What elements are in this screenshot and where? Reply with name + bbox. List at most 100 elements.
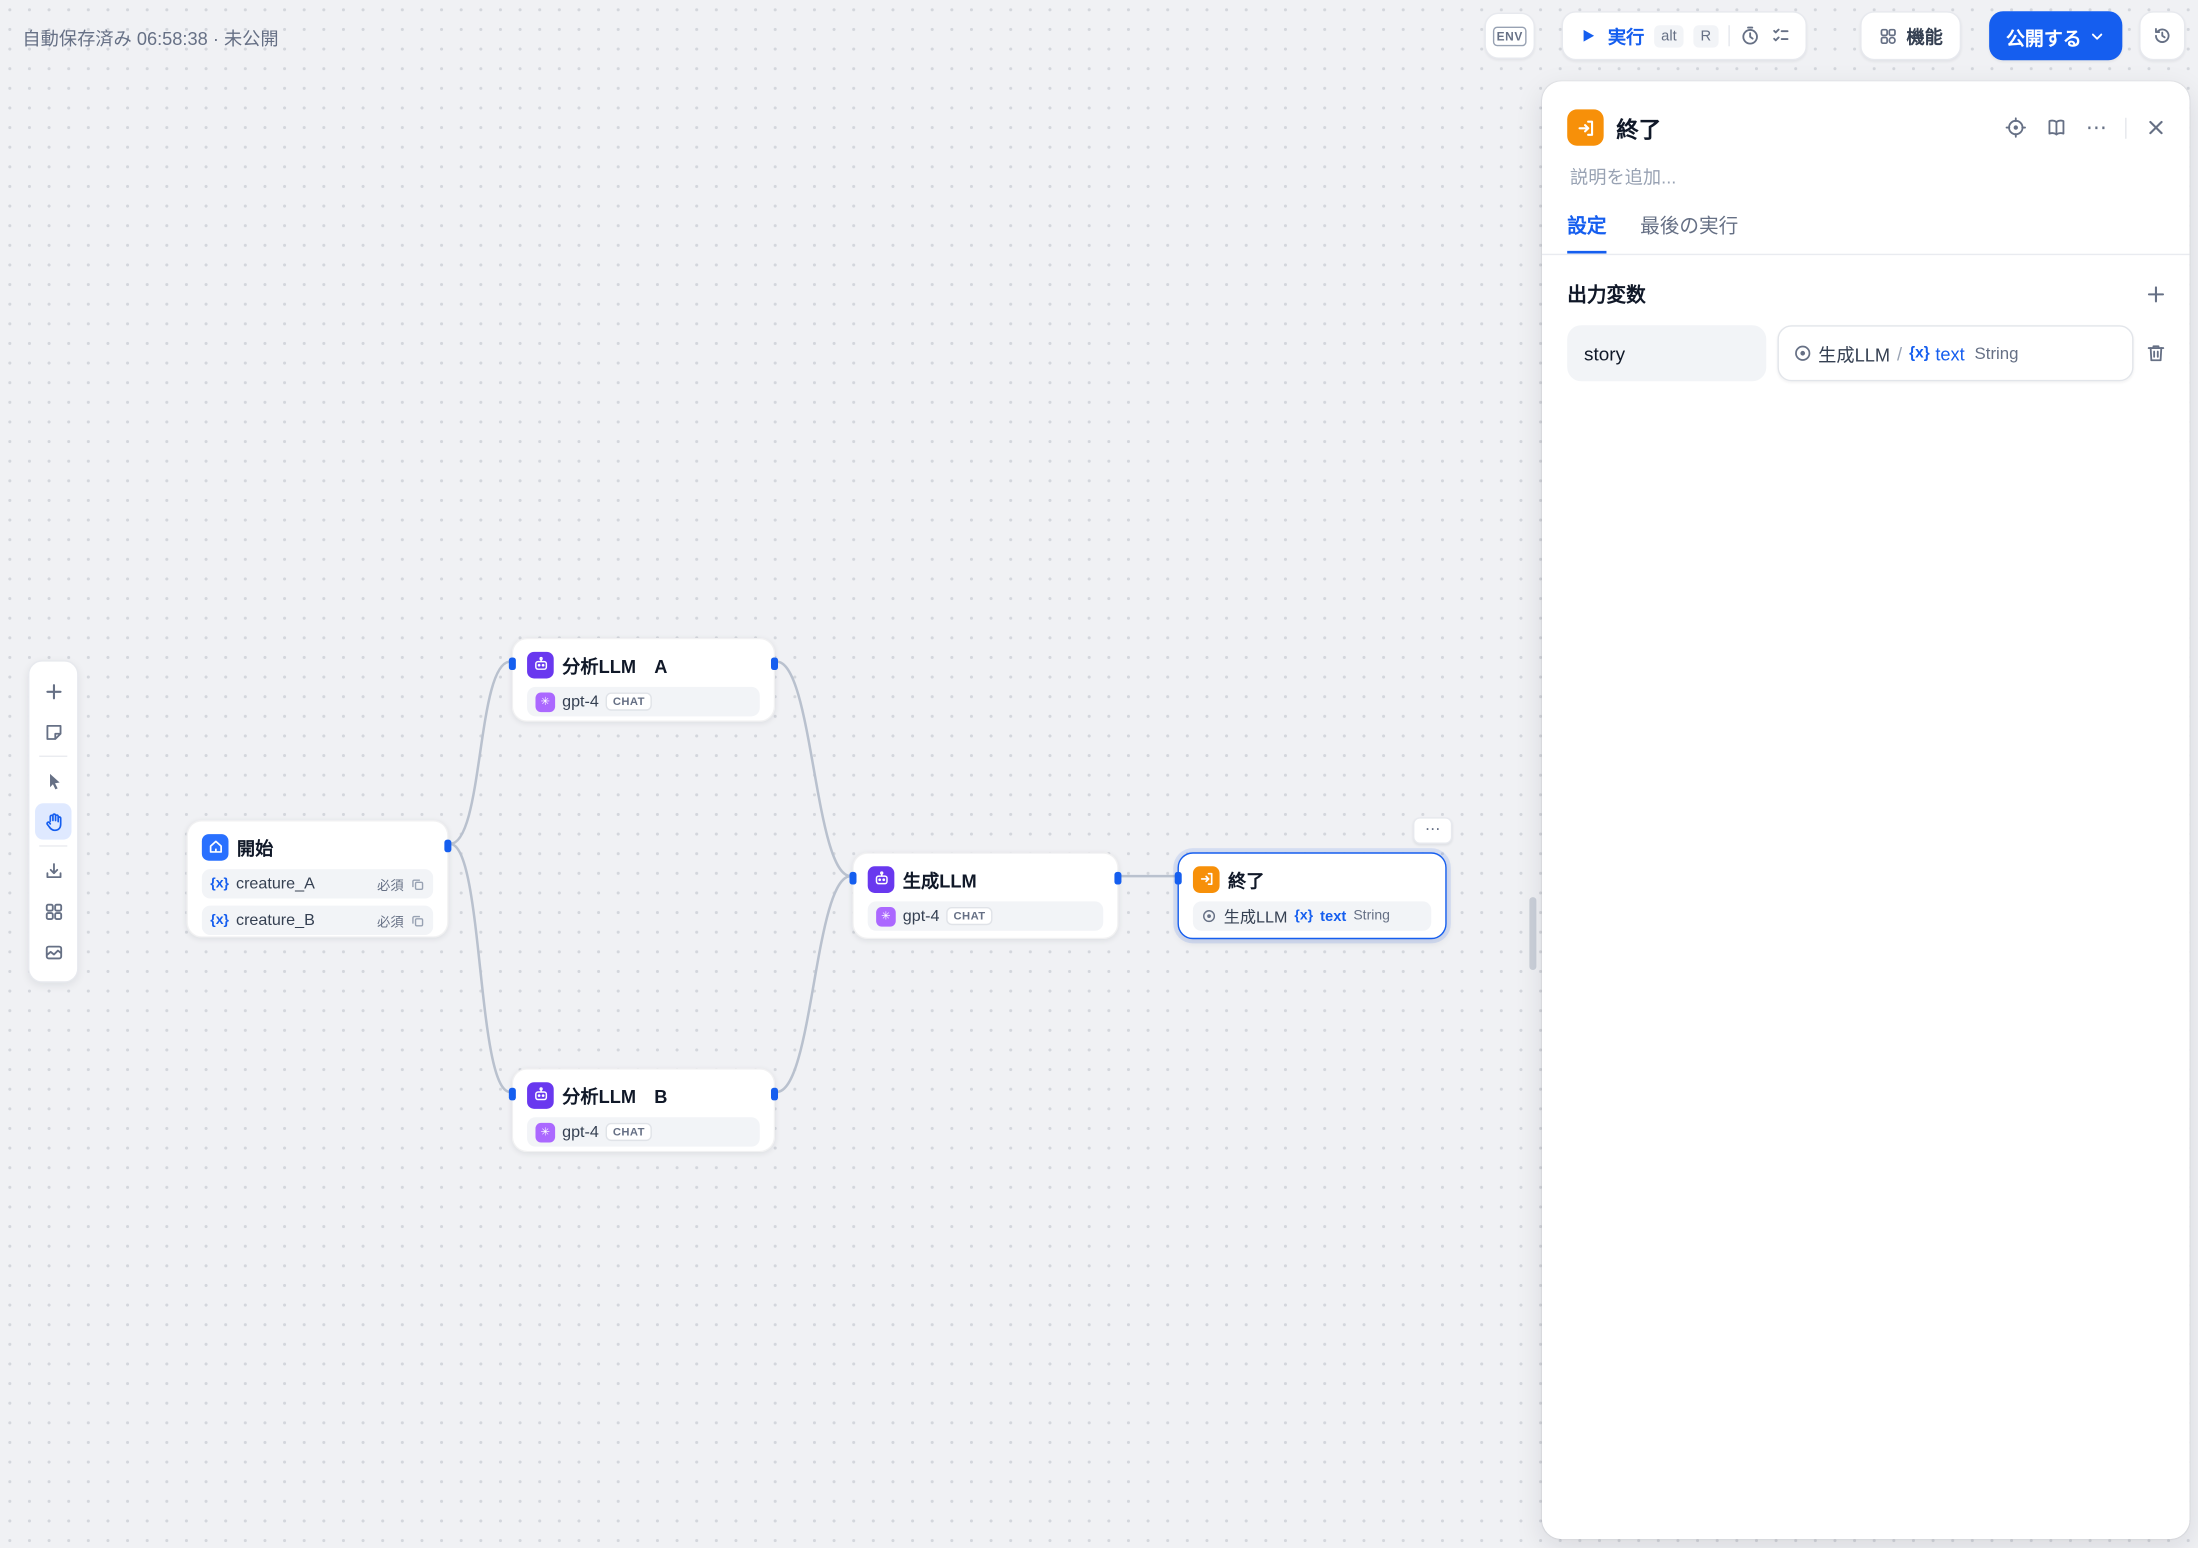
features-label: 機能 [1906,26,1943,48]
tab-settings[interactable]: 設定 [1567,212,1606,254]
features-icon [1878,26,1898,46]
node-title: 生成LLM [902,869,977,891]
divider [1728,25,1730,47]
node-llm-gen-header: 生成LLM [867,864,1104,895]
copy-icon [411,913,425,927]
model-row[interactable]: ✳ gpt-4 CHAT [867,901,1104,931]
shortcut-r-badge: R [1693,24,1719,47]
end-node-icon [1567,109,1604,146]
edge-start-to-llm-b[interactable] [449,842,511,1094]
input-handle[interactable] [508,657,516,671]
variable-name-input[interactable] [1567,325,1767,382]
ellipsis-icon: ⋯ [1424,821,1441,839]
output-variables-section: 出力変数 [1542,255,2190,308]
timer-icon[interactable] [1739,25,1760,46]
node-llm-b-header: 分析LLM B [527,1079,760,1110]
divider [39,755,68,757]
edge-llm-b-to-gen[interactable] [776,874,852,1094]
description-input[interactable] [1567,165,2170,190]
variable-x-icon: {x} [1294,908,1314,924]
path-separator: / [1897,342,1903,364]
copy-icon [411,877,425,891]
env-variables-button[interactable]: ENV [1484,12,1535,59]
add-block-button[interactable] [35,673,71,709]
output-handle[interactable] [770,657,778,671]
history-icon [2152,25,2173,46]
add-variable-button[interactable] [2145,283,2167,305]
model-name: gpt-4 [902,907,940,925]
variable-x-icon: {x} [210,876,229,892]
model-row[interactable]: ✳ gpt-4 CHAT [527,686,760,717]
output-variables-title: 出力変数 [1567,283,1646,306]
panel-header: 終了 ⋯ [1542,81,2190,146]
history-button[interactable] [2139,11,2186,61]
hand-icon [43,811,64,832]
end-node-icon [1192,865,1220,893]
node-end-header: 終了 [1192,864,1431,895]
required-badge: 必須 [377,878,404,894]
checklist-icon[interactable] [1770,25,1791,46]
focus-node-icon[interactable] [2005,116,2027,138]
more-menu-icon[interactable]: ⋯ [2085,115,2107,140]
publish-button[interactable]: 公開する [1989,11,2123,61]
model-mode-badge: CHAT [605,692,652,711]
canvas-tool-palette [28,660,79,983]
autosave-status: 自動保存済み 06:58:38 · 未公開 [22,28,279,50]
llm-robot-icon [527,1081,554,1109]
add-note-button[interactable] [35,714,71,750]
start-variable-row[interactable]: {x} creature_A 必須 [201,869,434,899]
node-more-menu-button[interactable]: ⋯ [1413,817,1453,844]
node-llm-b[interactable]: 分析LLM B ✳ gpt-4 CHAT [508,1068,778,1153]
env-label: ENV [1492,25,1528,46]
start-variable-row[interactable]: {x} creature_B 必須 [201,905,434,936]
cursor-icon [43,770,64,791]
minimap-icon [43,941,64,962]
node-end[interactable]: 終了 生成LLM {x} text String [1174,852,1447,940]
output-handle[interactable] [444,839,452,853]
minimap-button[interactable] [35,934,71,970]
node-start[interactable]: 開始 {x} creature_A 必須 {x} creature_B 必須 [186,820,452,938]
variable-name: text [1320,907,1347,925]
input-handle[interactable] [849,871,857,885]
model-mode-badge: CHAT [605,1122,652,1142]
divider [39,845,68,847]
publish-label: 公開する [2005,27,2082,49]
panel-header-actions: ⋯ [2005,116,2168,138]
input-handle[interactable] [1174,871,1182,885]
delete-variable-button[interactable] [2145,342,2167,364]
blocks-icon [43,901,64,922]
close-icon[interactable] [2145,116,2167,138]
variable-name: text [1935,342,1965,364]
required-badge: 必須 [377,914,404,931]
end-output-row[interactable]: 生成LLM {x} text String [1192,901,1432,931]
input-handle[interactable] [508,1087,516,1101]
hand-mode-button[interactable] [35,803,72,840]
output-variable-row: 生成LLM / {x} text String [1542,308,2190,382]
node-title: 開始 [236,837,274,859]
gpt4-model-icon: ✳ [535,1122,556,1142]
model-mode-badge: CHAT [946,906,993,926]
pointer-mode-button[interactable] [35,763,71,799]
model-row[interactable]: ✳ gpt-4 CHAT [527,1117,760,1147]
panel-tabs: 設定 最後の実行 [1541,189,2190,256]
node-llm-a[interactable]: 分析LLM A ✳ gpt-4 CHAT [508,637,778,722]
organize-blocks-button[interactable] [35,893,71,929]
node-start-header: 開始 [201,831,433,862]
llm-robot-icon [867,865,895,893]
features-button[interactable]: 機能 [1860,11,1962,61]
source-node-icon [1201,908,1216,923]
docs-icon[interactable] [2045,116,2067,138]
variable-value-selector[interactable]: 生成LLM / {x} text String [1777,325,2134,382]
output-handle[interactable] [1114,871,1122,885]
output-handle[interactable] [770,1087,778,1101]
export-button[interactable] [35,852,71,888]
edge-start-to-llm-a[interactable] [449,660,511,846]
node-llm-gen[interactable]: 生成LLM ✳ gpt-4 CHAT [849,852,1122,940]
edge-llm-a-to-gen[interactable] [776,660,852,878]
canvas-scrollbar[interactable] [1529,897,1537,971]
run-button[interactable]: 実行 [1607,26,1645,48]
tab-last-run[interactable]: 最後の実行 [1640,214,1739,237]
node-title-input[interactable]: 終了 [1616,119,1662,143]
run-toolbar-group: 実行 alt R [1561,11,1807,61]
chevron-down-icon [2089,27,2106,44]
